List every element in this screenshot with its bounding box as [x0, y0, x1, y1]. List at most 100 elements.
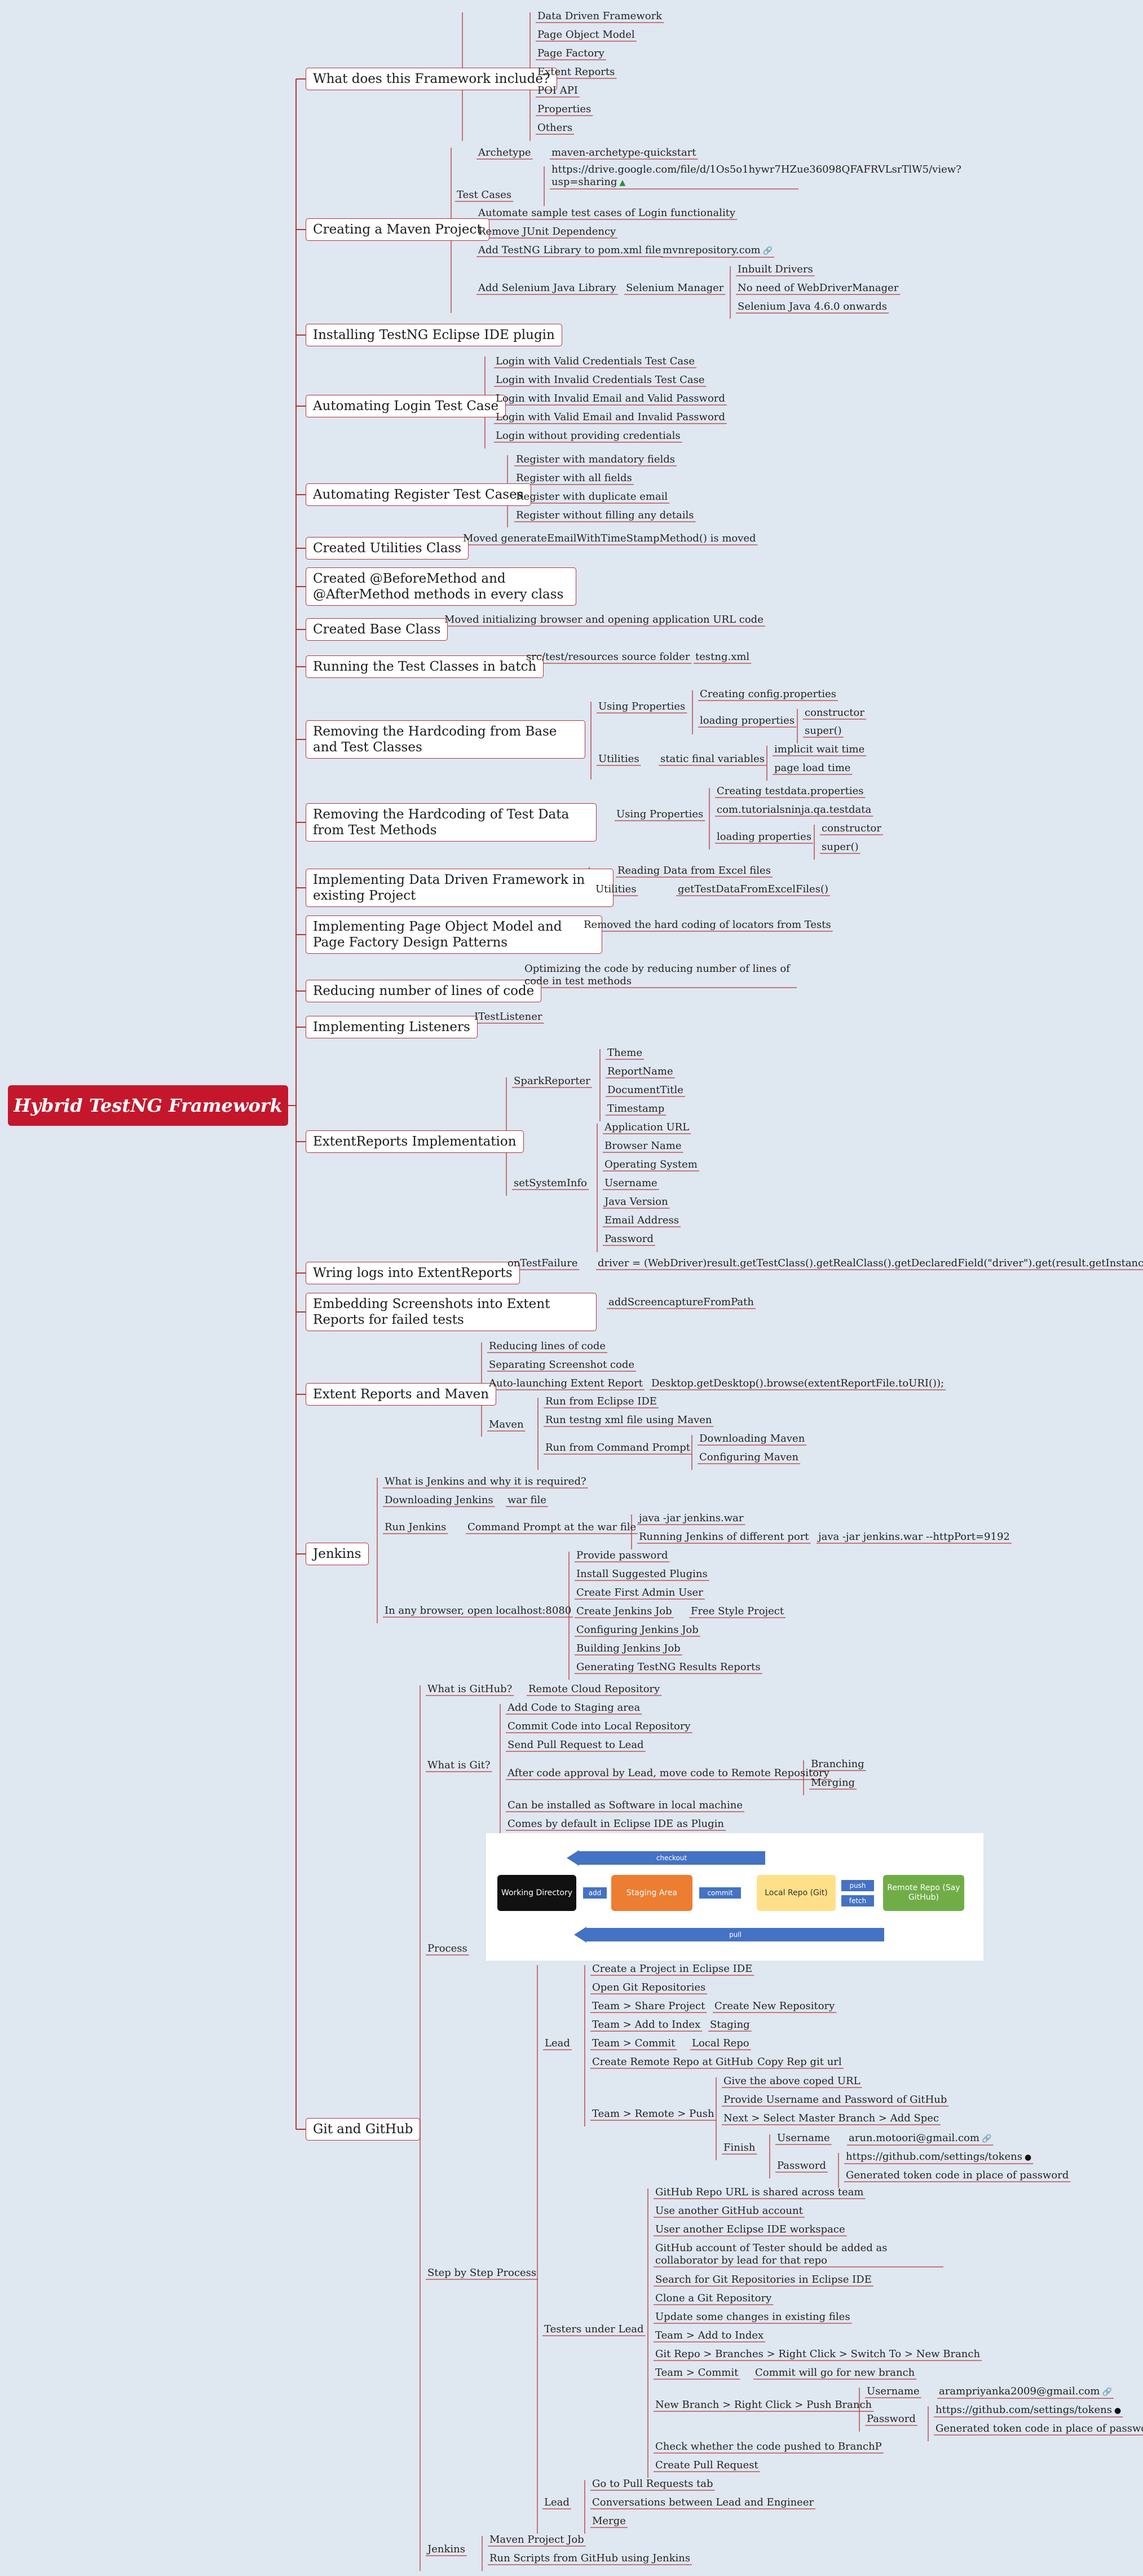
item: Add TestNG Library to pom.xml file: [478, 244, 661, 256]
item: war file: [507, 1494, 546, 1506]
staging-area-box: Staging Area: [611, 1875, 692, 1911]
item: In any browser, open localhost:8080: [385, 1605, 572, 1617]
topic-page-object-model[interactable]: Implementing Page Object Model and Page …: [306, 915, 602, 954]
fetch-arrow: fetch: [841, 1895, 874, 1906]
item: Login with Valid Email and Invalid Passw…: [496, 411, 725, 423]
item: Lead: [545, 2037, 570, 2049]
topic-reduce-lines[interactable]: Reducing number of lines of code: [306, 980, 542, 1002]
topic-testng-plugin[interactable]: Installing TestNG Eclipse IDE plugin: [306, 324, 562, 346]
item: Selenium Manager: [626, 282, 724, 294]
item: Clone a Git Repository: [655, 2292, 772, 2304]
item: Use another GitHub account: [655, 2205, 803, 2217]
topic-before-after-method[interactable]: Created @BeforeMethod and @AfterMethod m…: [306, 567, 576, 606]
item: Jenkins: [427, 2543, 465, 2555]
item: Staging: [710, 2019, 750, 2031]
topic-login-test[interactable]: Automating Login Test Case: [306, 395, 506, 417]
topic-base-class[interactable]: Created Base Class: [306, 618, 448, 641]
pull-arrowhead: [574, 1927, 586, 1943]
item: Team > Share Project: [592, 2000, 705, 2012]
item: No need of WebDriverManager: [738, 282, 899, 294]
item: Register with all fields: [516, 472, 632, 484]
item: super(): [805, 725, 842, 737]
item: Generated token code in place of passwor…: [935, 2423, 1143, 2434]
item: Git Repo > Branches > Right Click > Swit…: [655, 2348, 981, 2360]
item: src/test/resources source folder: [526, 651, 690, 663]
topic-batch-run[interactable]: Running the Test Classes in batch: [306, 655, 544, 678]
local-repo-box: Local Repo (Git): [757, 1875, 836, 1911]
topic-jenkins[interactable]: Jenkins: [306, 1543, 369, 1565]
item: Optimizing the code by reducing number o…: [524, 963, 790, 987]
topic-data-driven[interactable]: Implementing Data Driven Framework in ex…: [306, 869, 614, 907]
topic-screenshots[interactable]: Embedding Screenshots into Extent Report…: [306, 1293, 597, 1331]
item: Next > Select Master Branch > Add Spec: [723, 2112, 939, 2124]
remote-repo-box: Remote Repo (Say GitHub): [883, 1875, 964, 1911]
topic-wring-logs[interactable]: Wring logs into ExtentReports: [306, 1262, 520, 1284]
item: Username: [777, 2132, 830, 2144]
item: Team > Add to Index: [655, 2330, 764, 2341]
item: Maven: [489, 1419, 524, 1430]
item: Maven Project Job: [489, 2534, 584, 2546]
item: Update some changes in existing files: [655, 2311, 850, 2323]
item: Theme: [607, 1047, 642, 1059]
item: Desktop.getDesktop().browse(extentReport…: [651, 1377, 945, 1389]
item: Merging: [811, 1777, 855, 1789]
item: Create Jenkins Job: [576, 1605, 672, 1617]
topic-maven-project[interactable]: Creating a Maven Project: [306, 218, 489, 241]
item: Using Properties: [598, 701, 686, 712]
item: Give the above coped URL: [723, 2075, 860, 2087]
item: Username: [867, 2385, 920, 2397]
commit-arrow: commit: [699, 1887, 741, 1899]
item: Browser Name: [604, 1140, 682, 1152]
item: Generating TestNG Results Reports: [576, 1661, 761, 1673]
item: Data Driven Framework: [537, 10, 663, 22]
item: Team > Commit: [592, 2037, 676, 2049]
item: Run testng xml file using Maven: [545, 1414, 712, 1426]
topic-utilities-class[interactable]: Created Utilities Class: [306, 537, 469, 560]
item: Password: [867, 2413, 916, 2425]
topic-register-test[interactable]: Automating Register Test Cases: [306, 483, 531, 506]
item: Properties: [537, 103, 592, 115]
item: Utilities: [598, 753, 639, 765]
topic-hardcoding-testdata[interactable]: Removing the Hardcoding of Test Data fro…: [306, 803, 597, 842]
item: Create First Admin User: [576, 1587, 703, 1599]
link-icon: 🔗: [1102, 2388, 1112, 2397]
topic-listeners[interactable]: Implementing Listeners: [306, 1016, 478, 1038]
item: java -jar jenkins.war: [639, 1512, 744, 1524]
add-arrow: add: [583, 1887, 607, 1899]
item: Provide password: [576, 1549, 668, 1561]
root-topic: Hybrid TestNG Framework: [8, 1085, 288, 1126]
item: Create a Project in Eclipse IDE: [592, 1963, 753, 1975]
working-directory-box: Working Directory: [497, 1875, 576, 1911]
item: Create Pull Request: [655, 2459, 758, 2471]
item: driver = (WebDriver)result.getTestClass(…: [598, 1257, 1143, 1269]
item: Finish: [723, 2142, 756, 2154]
item: Comes by default in Eclipse IDE as Plugi…: [507, 1818, 724, 1830]
test-cases-link[interactable]: https://drive.google.com/file/d/1Os5o1hy…: [551, 164, 961, 188]
item: Extent Reports: [537, 66, 615, 78]
tokens-link[interactable]: https://github.com/settings/tokens●: [846, 2151, 1032, 2163]
item: User another Eclipse IDE workspace: [655, 2223, 845, 2235]
item: Go to Pull Requests tab: [592, 2478, 713, 2490]
item: New Branch > Right Click > Push Branch: [655, 2399, 872, 2411]
item: Merge: [592, 2515, 626, 2527]
topic-extentreports[interactable]: ExtentReports Implementation: [306, 1130, 524, 1153]
topic-hardcoding-base[interactable]: Removing the Hardcoding from Base and Te…: [306, 720, 585, 759]
item: Java Version: [604, 1196, 668, 1208]
item: page load time: [774, 762, 851, 774]
topic-git-github[interactable]: Git and GitHub: [306, 2118, 421, 2141]
mvnrepository-link[interactable]: mvnrepository.com🔗: [663, 244, 773, 256]
item: Password: [777, 2160, 826, 2172]
item: Open Git Repositories: [592, 1981, 706, 1993]
item: Creating testdata.properties: [717, 785, 864, 797]
item: DocumentTitle: [607, 1084, 683, 1096]
item: setSystemInfo: [514, 1177, 588, 1189]
item: Downloading Jenkins: [385, 1494, 493, 1506]
topic-extent-maven[interactable]: Extent Reports and Maven: [306, 1383, 497, 1406]
item: Install Suggested Plugins: [576, 1568, 708, 1580]
item: Operating System: [604, 1159, 698, 1170]
item: Page Factory: [537, 47, 604, 59]
topic-framework-include[interactable]: What does this Framework include?: [306, 68, 558, 90]
tokens-link-tester[interactable]: https://github.com/settings/tokens●: [935, 2404, 1122, 2416]
item: Archetype: [478, 147, 531, 158]
item: Reading Data from Excel files: [617, 865, 771, 877]
